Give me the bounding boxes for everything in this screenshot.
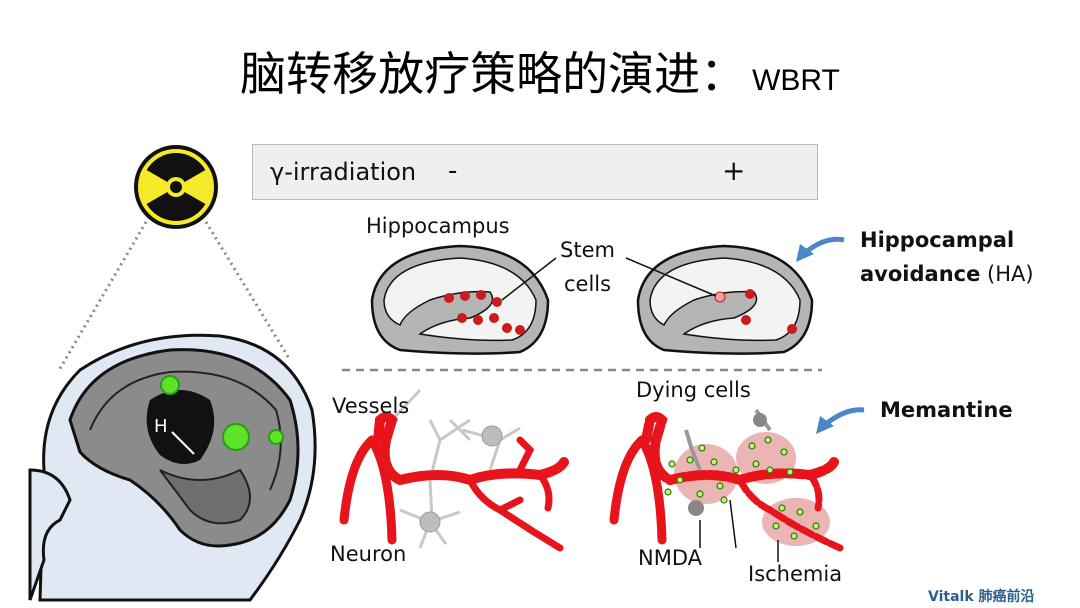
stem-cell <box>492 297 502 307</box>
neuron-cell <box>481 425 503 447</box>
stem-cell <box>476 290 486 300</box>
dying-cell <box>753 413 767 427</box>
stem-cells-label-2: cells <box>564 272 612 296</box>
metastasis-dot <box>160 375 180 395</box>
stem-cell <box>502 323 512 333</box>
neuron-label: Neuron <box>330 542 407 566</box>
stem-cell <box>444 293 454 303</box>
stem-cell <box>787 324 797 334</box>
metastasis-dot <box>268 429 284 445</box>
memantine-label: Memantine <box>880 398 1013 422</box>
ha-label-bold: avoidance <box>860 262 981 286</box>
ha-label-normal: (HA) <box>987 262 1034 286</box>
brain-h-label: H <box>154 416 168 437</box>
hippocampus-right <box>625 244 814 355</box>
hippocampus-label: Hippocampus <box>366 214 510 238</box>
stem-cell-damaged <box>714 291 726 303</box>
memantine-arrow-head <box>816 416 834 434</box>
ha-arrow <box>804 236 845 254</box>
head-brain-illustration: H <box>28 333 317 602</box>
neuron-cell <box>419 511 441 533</box>
metastasis-dot <box>222 423 250 451</box>
hippocampus-left <box>370 244 557 355</box>
ha-arrow-head <box>796 244 814 262</box>
ischemia-label: Ischemia <box>748 562 843 586</box>
vessels-label: Vessels <box>332 394 410 418</box>
stem-cells-label-1: Stem <box>560 238 615 262</box>
gamma-plus: + <box>722 154 746 187</box>
stem-cell <box>745 289 755 299</box>
ha-label-1: Hippocampal <box>860 228 1015 252</box>
vitalk-watermark: Vitalk 肺癌前沿 <box>928 589 1035 605</box>
slide-title: 脑转移放疗策略的演进：WBRT <box>0 38 1080 104</box>
ha-label-2: avoidance (HA) <box>860 262 1034 286</box>
gamma-irradiation-bar <box>252 144 818 200</box>
title-sub: WBRT <box>752 64 840 97</box>
gamma-label: γ-irradiation <box>270 158 417 186</box>
damaged-vessels-neurons <box>609 408 844 562</box>
projection-line-left <box>56 221 148 373</box>
nmda-receptor-dots <box>664 436 820 540</box>
stem-cell <box>457 313 467 323</box>
stem-cell <box>741 315 751 325</box>
memantine-arrow <box>824 407 865 426</box>
dying-cell <box>688 500 704 516</box>
gamma-minus: - <box>448 156 458 186</box>
healthy-vessels-neurons <box>339 388 569 552</box>
stem-cell <box>473 315 483 325</box>
radiation-icon <box>134 145 218 229</box>
stem-cell <box>489 313 499 323</box>
nmda-label: NMDA <box>638 546 702 570</box>
stem-cell <box>460 291 470 301</box>
stem-cell <box>515 325 525 335</box>
title-main: 脑转移放疗策略的演进： <box>240 47 747 101</box>
dying-cells-label: Dying cells <box>636 378 751 402</box>
